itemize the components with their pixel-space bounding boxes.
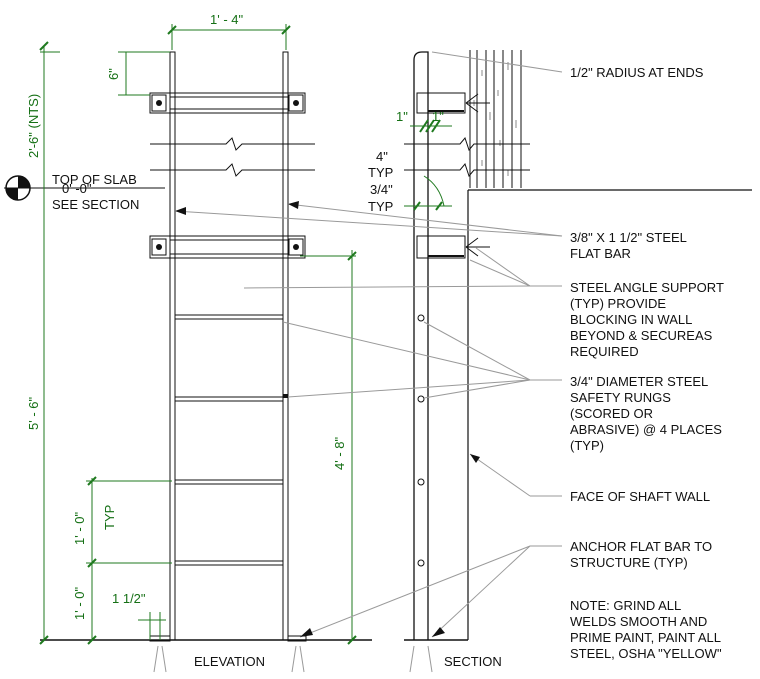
- section-dim-typ-a: TYP: [368, 165, 393, 180]
- rung: [174, 396, 284, 402]
- note-rungs-3: (SCORED OR: [570, 406, 653, 421]
- slab-marker: [4, 175, 165, 201]
- top-bracket: [149, 92, 306, 114]
- section-view: 1" 1" 4" TYP 3/4" TYP SECTION: [368, 50, 752, 673]
- note-rungs-5: (TYP): [570, 438, 604, 453]
- base-plate: [287, 635, 307, 642]
- note-rungs-2: SAFETY RUNGS: [570, 390, 671, 405]
- section-dim-4: 4": [376, 149, 388, 164]
- notes: 1/2" RADIUS AT ENDS 3/8" X 1 1/2" STEEL …: [570, 65, 724, 661]
- slab-elevation: 0' -0": [62, 181, 92, 196]
- section-rail: [413, 51, 429, 640]
- section-dim-1b: 1": [432, 109, 444, 124]
- note-angle-5: REQUIRED: [570, 344, 639, 359]
- rungs: [174, 314, 288, 566]
- section-dimensions: [404, 119, 452, 211]
- lower-bracket: [149, 235, 306, 259]
- dim-width: 1' - 4": [210, 12, 243, 27]
- note-anchor-2: STRUCTURE (TYP): [570, 555, 688, 570]
- dim-bottom-offset: 1' - 0": [72, 587, 87, 620]
- note-rungs-1: 3/4" DIAMETER STEEL: [570, 374, 708, 389]
- section-dim-1a: 1": [396, 109, 408, 124]
- dim-rung-typ: TYP: [102, 505, 117, 530]
- dim-rung-height: 4' - 8": [332, 437, 347, 470]
- note-flat-bar-2: FLAT BAR: [570, 246, 631, 261]
- note-radius: 1/2" RADIUS AT ENDS: [570, 65, 704, 80]
- note-angle-4: BEYOND & SECUREAS: [570, 328, 713, 343]
- section-dim-typ-b: TYP: [368, 199, 393, 214]
- dim-rung-spacing: 1' - 0": [72, 512, 87, 545]
- note-angle-3: BLOCKING IN WALL: [570, 312, 692, 327]
- note-general-1: NOTE: GRIND ALL: [570, 598, 681, 613]
- note-rungs-4: ABRASIVE) @ 4 PLACES: [570, 422, 722, 437]
- elevation-label: ELEVATION: [194, 654, 265, 669]
- right-rail: [282, 51, 289, 641]
- dim-top-offset: 6": [106, 68, 121, 80]
- note-general-4: STEEL, OSHA "YELLOW": [570, 646, 722, 661]
- rung: [174, 479, 284, 485]
- elevation-view: TOP OF SLAB 0' -0" SEE SECTION: [4, 12, 372, 673]
- rung-section: [417, 395, 425, 403]
- rung-section: [417, 314, 425, 322]
- note-shaft-wall: FACE OF SHAFT WALL: [570, 489, 710, 504]
- section-top-bracket: [416, 92, 490, 114]
- note-general-2: WELDS SMOOTH AND: [570, 614, 707, 629]
- rung-section: [417, 559, 425, 567]
- note-angle-2: (TYP) PROVIDE: [570, 296, 666, 311]
- note-general-3: PRIME PAINT, PAINT ALL: [570, 630, 721, 645]
- slab-label: TOP OF SLAB: [52, 172, 137, 187]
- section-dim-3-4: 3/4": [370, 182, 393, 197]
- leader-lines: [174, 51, 563, 638]
- dim-nts-height: 2'-6" (NTS): [26, 94, 41, 158]
- note-angle-1: STEEL ANGLE SUPPORT: [570, 280, 724, 295]
- note-anchor-1: ANCHOR FLAT BAR TO: [570, 539, 712, 554]
- slab-see-section: SEE SECTION: [52, 197, 139, 212]
- dim-rail-gap: 1 1/2": [112, 591, 146, 606]
- dim-total-height: 5' - 6": [26, 397, 41, 430]
- rung-section: [417, 478, 425, 486]
- note-flat-bar-1: 3/8" X 1 1/2" STEEL: [570, 230, 687, 245]
- rung: [174, 314, 284, 320]
- wall-hatch: [469, 50, 522, 188]
- section-lower-bracket: [416, 235, 490, 259]
- left-rail: [169, 51, 176, 641]
- section-label: SECTION: [444, 654, 502, 669]
- break-line: [150, 137, 315, 177]
- rung: [174, 560, 284, 566]
- elevation-dimensions: [39, 24, 357, 645]
